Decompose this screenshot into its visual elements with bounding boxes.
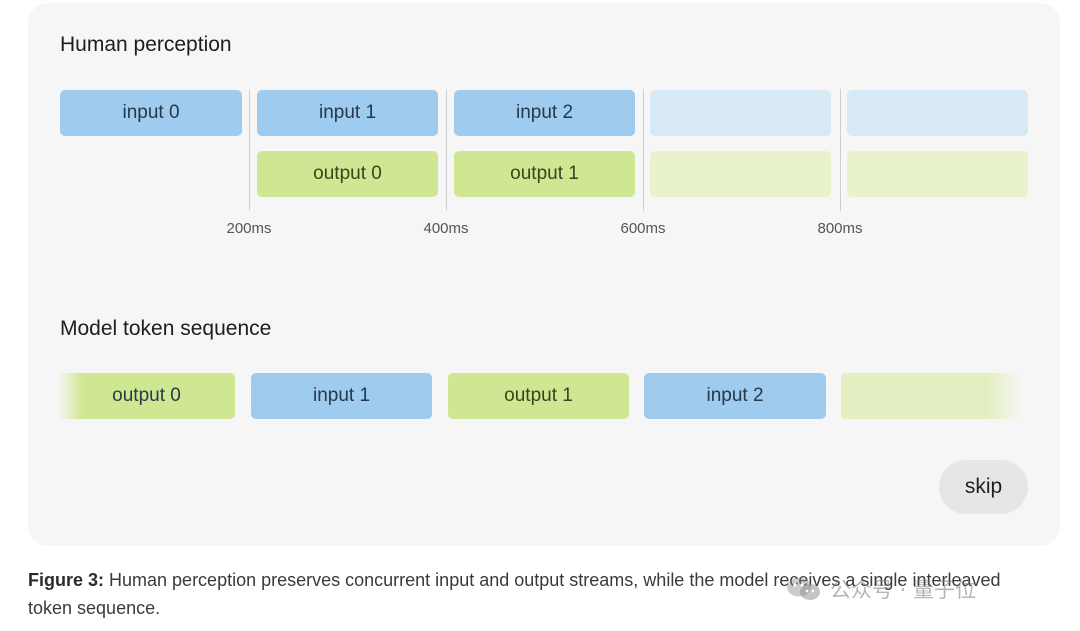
token-block-output: output 1 (448, 373, 629, 419)
token-block-future (841, 373, 1023, 419)
tick-line-800ms (840, 89, 841, 211)
input-stream-block: input 1 (257, 90, 438, 136)
tick-label-400ms: 400ms (423, 220, 469, 237)
token-block-input: input 1 (251, 373, 432, 419)
token-block-output: output 0 (58, 373, 235, 419)
tick-line-600ms (643, 89, 644, 211)
tick-line-400ms (446, 89, 447, 211)
output-stream-block-future (650, 151, 831, 197)
input-stream-block: input 2 (454, 90, 635, 136)
tick-line-200ms (249, 89, 250, 211)
input-stream-block-future (650, 90, 831, 136)
model-token-sequence-title: Model token sequence (60, 317, 272, 340)
figure-label: Figure 3: (28, 570, 105, 590)
figure-caption: Figure 3: Human perception preserves con… (28, 566, 1038, 622)
output-stream-block: output 0 (257, 151, 438, 197)
output-stream-block: output 1 (454, 151, 635, 197)
human-perception-title: Human perception (60, 33, 232, 56)
token-block-input: input 2 (644, 373, 826, 419)
figure-card: Human perception input 0 input 1 input 2… (28, 3, 1060, 546)
tick-label-800ms: 800ms (817, 220, 863, 237)
tick-label-200ms: 200ms (226, 220, 272, 237)
wechat-icon (786, 576, 822, 602)
input-stream-block: input 0 (60, 90, 242, 136)
caption-text: Human perception preserves concurrent in… (28, 570, 1001, 618)
watermark: 公众号 · 量子位 (786, 574, 976, 604)
skip-button[interactable]: skip (939, 460, 1028, 514)
watermark-text: 公众号 · 量子位 (830, 578, 977, 602)
tick-label-600ms: 600ms (620, 220, 666, 237)
output-stream-block-future (847, 151, 1028, 197)
input-stream-block-future (847, 90, 1028, 136)
